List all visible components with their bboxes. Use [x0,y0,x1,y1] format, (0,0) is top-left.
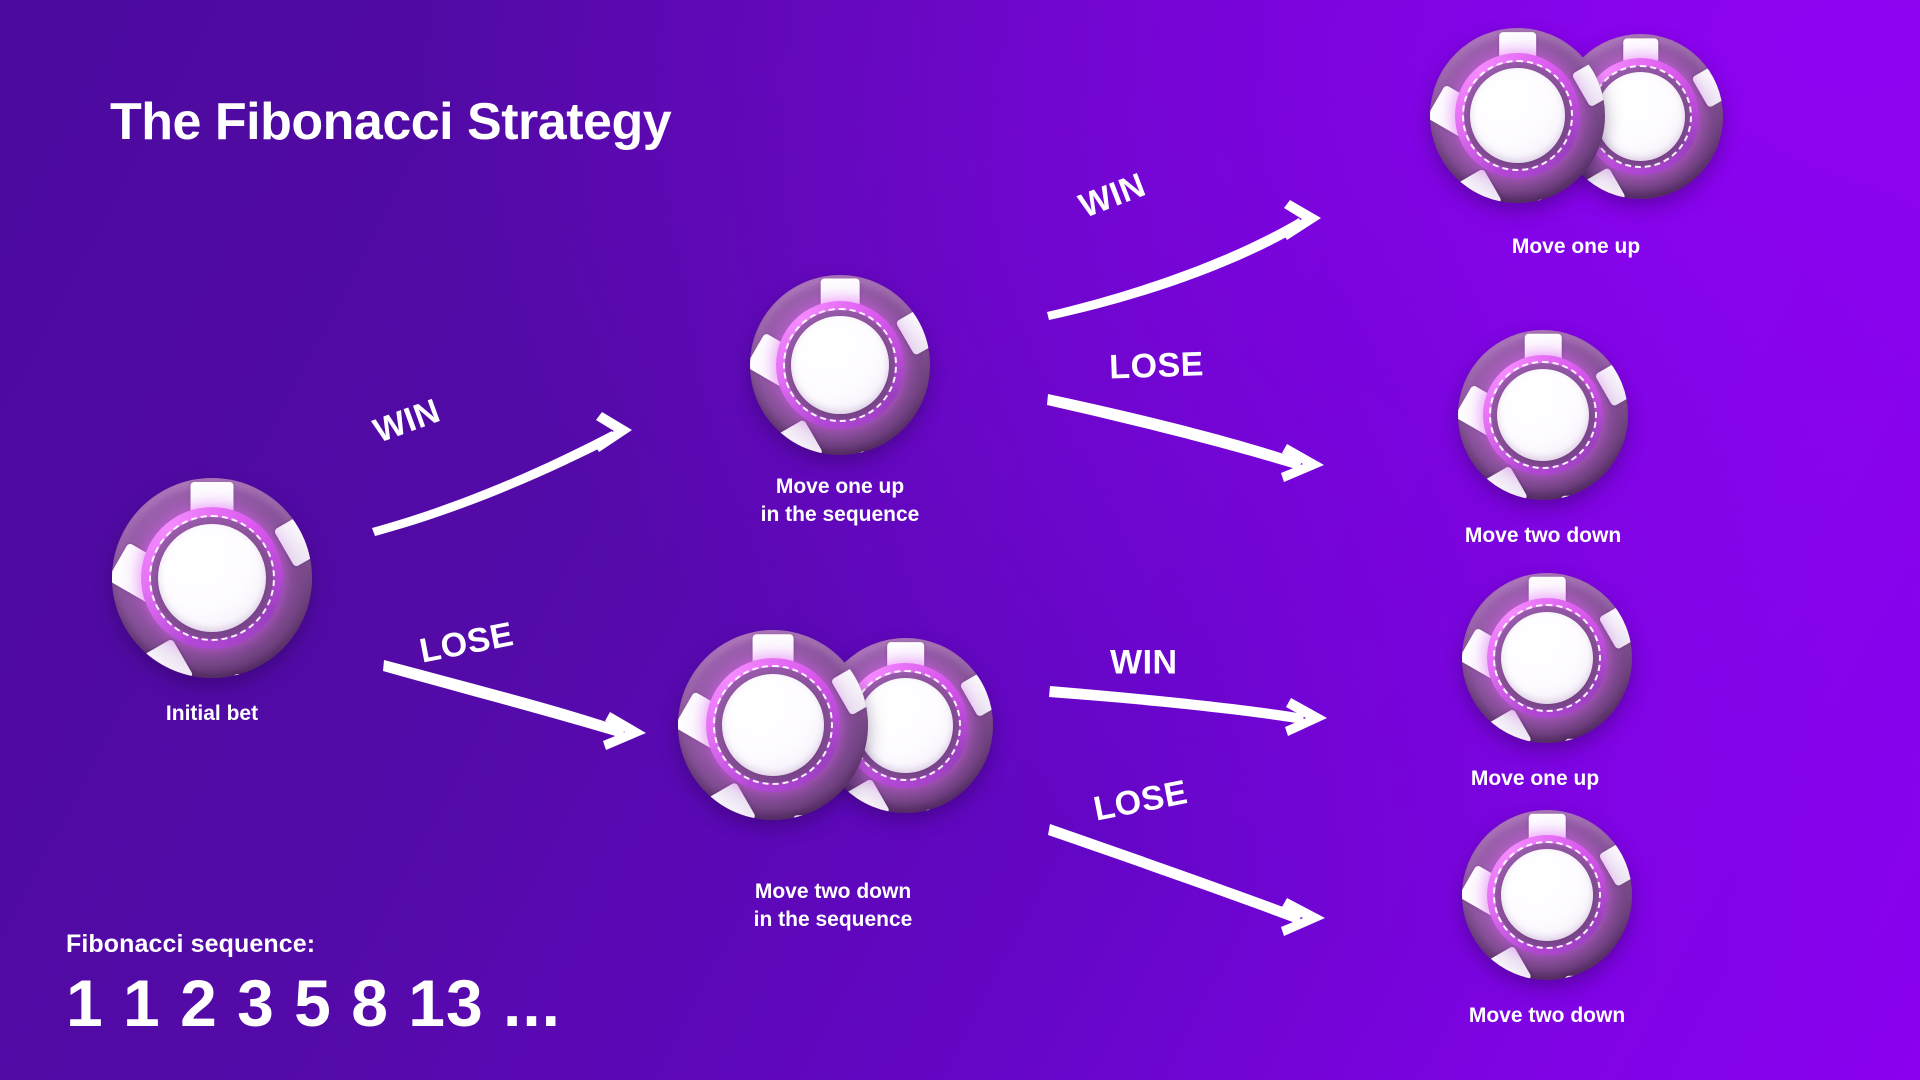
arrow-label-win-3: WIN [1110,643,1178,682]
chip-stack-out1 [1430,28,1730,208]
poker-chip-front [678,630,868,820]
poker-chip-front [1430,28,1605,203]
fibonacci-sequence-values: 1 1 2 3 5 8 13 ... [66,966,562,1040]
node-caption: Move two down [1464,524,1622,547]
node-caption-line1: Move one up [775,475,905,498]
page-title: The Fibonacci Strategy [110,93,672,151]
arrow-label-lose-2: LOSE [1108,345,1205,387]
arrow-lose-2 [1047,394,1324,482]
node-caption: Move two down [1468,1004,1626,1027]
node-caption-line2: in the sequence [760,503,920,527]
node-outcome-move-one-up-double[interactable]: Move one up [1430,28,1730,258]
node-caption: Move two down in the sequence [754,878,913,934]
arrow-win-2 [1047,200,1321,320]
poker-chip [1462,573,1632,743]
arrow-win-3 [1049,686,1327,736]
node-caption-line1: Move two down [754,880,912,903]
chip-stack-initial [112,478,312,678]
node-initial-bet[interactable]: Initial bet [112,478,312,725]
node-outcome-move-two-down-b[interactable]: Move two down [1462,810,1762,1027]
node-caption-line2: in the sequence [753,908,913,932]
node-caption: Move one up [1470,767,1600,790]
fibonacci-sequence-block: Fibonacci sequence: 1 1 2 3 5 8 13 ... [66,930,561,1041]
poker-chip [112,478,312,678]
chip-stack-lose1 [678,630,998,820]
node-win-move-one-up[interactable]: Move one up in the sequence [750,275,930,526]
poker-chip [750,275,930,455]
node-caption: Move one up in the sequence [761,473,920,529]
chip-stack-out2 [1458,330,1758,500]
chip-stack-out4 [1462,810,1762,980]
chip-stack-win1 [750,275,930,455]
poker-chip [1458,330,1628,500]
node-lose-move-two-down[interactable]: Move two down in the sequence [678,630,998,931]
poker-chip [1462,810,1632,980]
chip-stack-out3 [1462,573,1762,743]
arrow-lose-3 [1048,824,1325,936]
arrow-lose-1 [383,660,646,750]
node-outcome-move-two-down-a[interactable]: Move two down [1458,330,1758,547]
node-caption: Move one up [1511,235,1641,258]
arrow-win-1 [372,412,632,536]
fibonacci-label: Fibonacci sequence: [66,930,316,958]
node-caption: Initial bet [165,702,259,725]
node-outcome-move-one-up-single[interactable]: Move one up [1462,573,1762,790]
